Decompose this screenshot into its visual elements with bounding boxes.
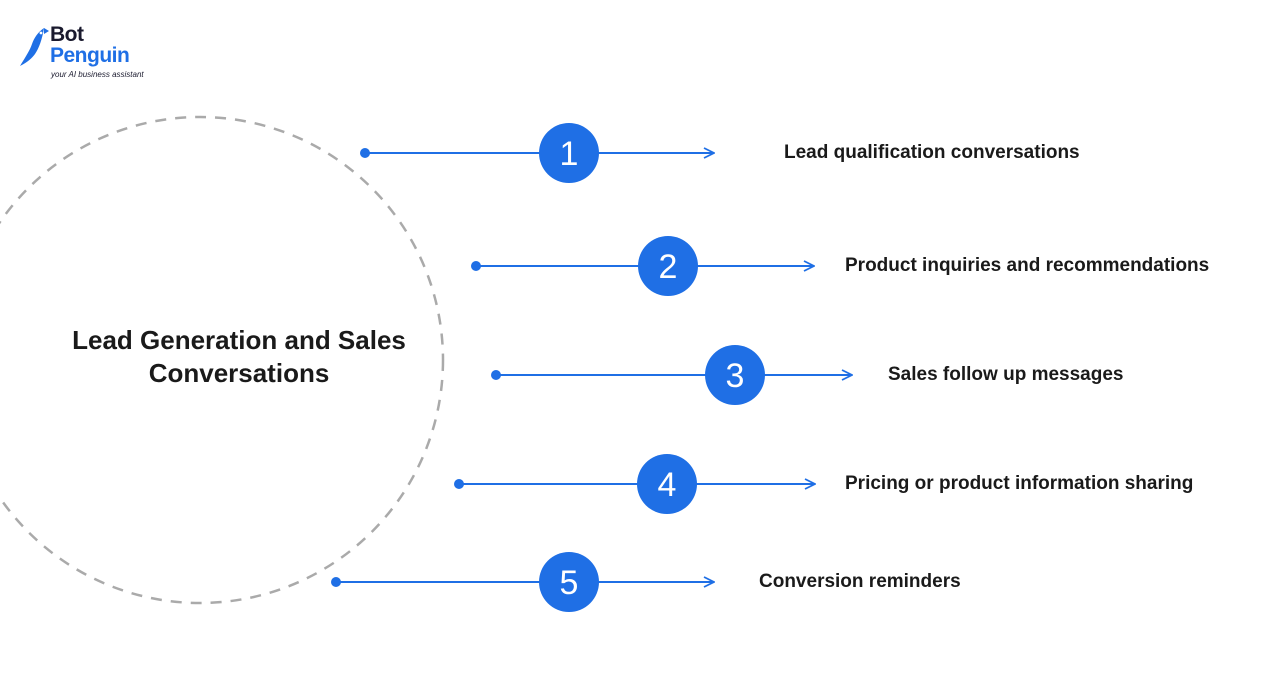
logo-name-top: Bot: [50, 23, 84, 46]
number-badge-text-4: 4: [658, 466, 677, 504]
connector-dot-5: [331, 577, 341, 587]
connector-dot-3: [491, 370, 501, 380]
penguin-logo-icon: [20, 28, 49, 66]
number-badge-3: [705, 345, 765, 405]
logo-tagline: your AI business assistant: [51, 70, 144, 79]
item-label-3: Sales follow up messages: [888, 364, 1124, 385]
number-badge-5: [539, 552, 599, 612]
number-badge-2: [638, 236, 698, 296]
number-badge-text-3: 3: [726, 357, 745, 395]
item-label-1: Lead qualification conversations: [784, 142, 1080, 163]
number-badge-4: [637, 454, 697, 514]
connector-dot-1: [360, 148, 370, 158]
logo-name-bottom: Penguin: [50, 44, 130, 67]
number-badge-text-5: 5: [560, 564, 579, 602]
center-title: Lead Generation and Sales Conversations: [72, 325, 406, 388]
number-badge-text-1: 1: [560, 135, 579, 173]
logo: Bot Penguin your AI business assistant: [18, 24, 148, 82]
number-badge-text-2: 2: [659, 248, 678, 286]
number-badge-1: [539, 123, 599, 183]
item-label-2: Product inquiries and recommendations: [845, 255, 1210, 276]
dashed-circle: [0, 115, 445, 605]
connector-dot-2: [471, 261, 481, 271]
connector-dot-4: [454, 479, 464, 489]
item-label-5: Conversion reminders: [759, 571, 961, 592]
item-label-4: Pricing or product information sharing: [845, 473, 1194, 494]
